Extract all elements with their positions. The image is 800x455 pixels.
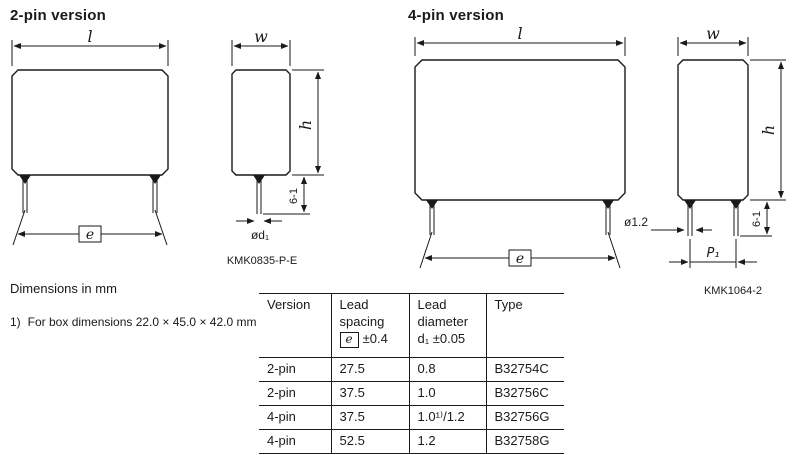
table-row: 4-pin 52.5 1.2 B32758G xyxy=(259,428,564,454)
capacitor-body-side xyxy=(677,59,749,201)
length-dimension-label: l xyxy=(517,24,522,43)
four-pin-front-drawing: l e xyxy=(414,24,626,269)
version-cell: 2-pin xyxy=(259,357,331,382)
width-dimension: w xyxy=(231,27,291,66)
lead-length-dimension: 6-1 xyxy=(263,176,310,215)
pin-spacing-label: P₁ xyxy=(706,246,719,261)
version-cell: 2-pin xyxy=(259,380,331,406)
lead-spacing-cell: 52.5 xyxy=(330,428,409,454)
pin-spacing-dimension: P₁ xyxy=(669,239,757,268)
lead xyxy=(253,175,265,214)
leads xyxy=(19,175,161,213)
width-dimension: w xyxy=(677,24,749,56)
capacitor-body-front xyxy=(11,69,169,176)
lead-length-label: 6-1 xyxy=(751,211,763,227)
lead-length-dimension: 6-1 xyxy=(740,201,772,237)
lead-spacing-dimension: e xyxy=(12,209,168,246)
lead-spacing-cell: 37.5 xyxy=(330,380,409,406)
width-dimension-label: w xyxy=(706,24,720,43)
header-version: Version xyxy=(259,293,331,358)
lead-diameter-cell: 1.0¹⁾/1.2 xyxy=(408,404,486,430)
dimension-table: Version Lead spacing e±0.4 Lead diameter… xyxy=(259,293,564,454)
four-pin-heading: 4-pin version xyxy=(408,7,504,24)
drawing-caption-kmk1064: KMK1064-2 xyxy=(704,285,762,297)
lead-diameter-dimension: ø1.2 xyxy=(624,215,712,233)
lead-spacing-tolerance: ±0.4 xyxy=(362,330,388,346)
capacitor-body-side xyxy=(231,69,291,176)
lead-diameter-tolerance: d₁ ±0.05 xyxy=(417,330,466,346)
footnote-text: For box dimensions 22.0 × 45.0 × 42.0 mm xyxy=(27,315,257,329)
type-cell: B32758G xyxy=(485,428,564,454)
lead-spacing-cell: 37.5 xyxy=(330,404,409,430)
height-dimension: h xyxy=(750,59,786,201)
leads xyxy=(426,200,614,235)
box-dimensions-footnote: 1) For box dimensions 22.0 × 45.0 × 42.0 … xyxy=(10,315,256,329)
height-dimension-label: h xyxy=(759,125,778,135)
type-cell: B32756G xyxy=(485,404,564,430)
table-row: 2-pin 37.5 1.0 B32756C xyxy=(259,380,564,406)
table-row: 2-pin 27.5 0.8 B32754C xyxy=(259,357,564,382)
lead-length-label: 6-1 xyxy=(288,188,300,204)
length-dimension: l xyxy=(11,27,169,66)
lead-spacing-cell: 27.5 xyxy=(330,357,409,382)
lead-diameter-label: ø1.2 xyxy=(624,215,648,229)
height-dimension-label: h xyxy=(296,120,315,130)
lead-spacing-dimension: e xyxy=(419,231,621,269)
type-cell: B32754C xyxy=(485,357,564,382)
two-pin-heading: 2-pin version xyxy=(10,7,106,24)
e-symbol-box: e xyxy=(339,331,359,348)
lead-diameter-cell: 0.8 xyxy=(408,357,486,382)
height-dimension: h xyxy=(292,69,324,176)
header-type: Type xyxy=(485,293,564,358)
length-dimension: l xyxy=(414,24,626,56)
header-lead-diameter: Lead diameter d₁ ±0.05 xyxy=(408,293,486,358)
lead-spacing-label: e xyxy=(86,227,94,243)
version-cell: 4-pin xyxy=(259,404,331,430)
lead-diameter-dimension: ød₁ xyxy=(236,218,282,242)
table-header-row: Version Lead spacing e±0.4 Lead diameter… xyxy=(259,293,564,358)
table-row: 4-pin 37.5 1.0¹⁾/1.2 B32756G xyxy=(259,404,564,430)
capacitor-body-front xyxy=(414,59,626,201)
four-pin-side-drawing: w h 6-1 ø1.2 P₁ xyxy=(624,24,786,297)
lead-diameter-cell: 1.0 xyxy=(408,380,486,406)
version-cell: 4-pin xyxy=(259,428,331,454)
two-pin-front-drawing: l e xyxy=(11,27,169,246)
dimensions-unit-note: Dimensions in mm xyxy=(10,281,117,296)
width-dimension-label: w xyxy=(254,27,268,46)
lead-spacing-label: e xyxy=(516,251,524,267)
drawing-caption-kmk0835: KMK0835-P-E xyxy=(227,255,297,267)
leads xyxy=(684,200,742,236)
type-cell: B32756C xyxy=(485,380,564,406)
lead-diameter-label: ød₁ xyxy=(251,228,269,242)
two-pin-side-drawing: w h 6-1 ød₁ KMK0835-P-E xyxy=(227,27,324,267)
header-lead-spacing: Lead spacing e±0.4 xyxy=(330,293,409,358)
footnote-marker: 1) xyxy=(10,315,21,329)
length-dimension-label: l xyxy=(87,27,92,46)
lead-diameter-cell: 1.2 xyxy=(408,428,486,454)
